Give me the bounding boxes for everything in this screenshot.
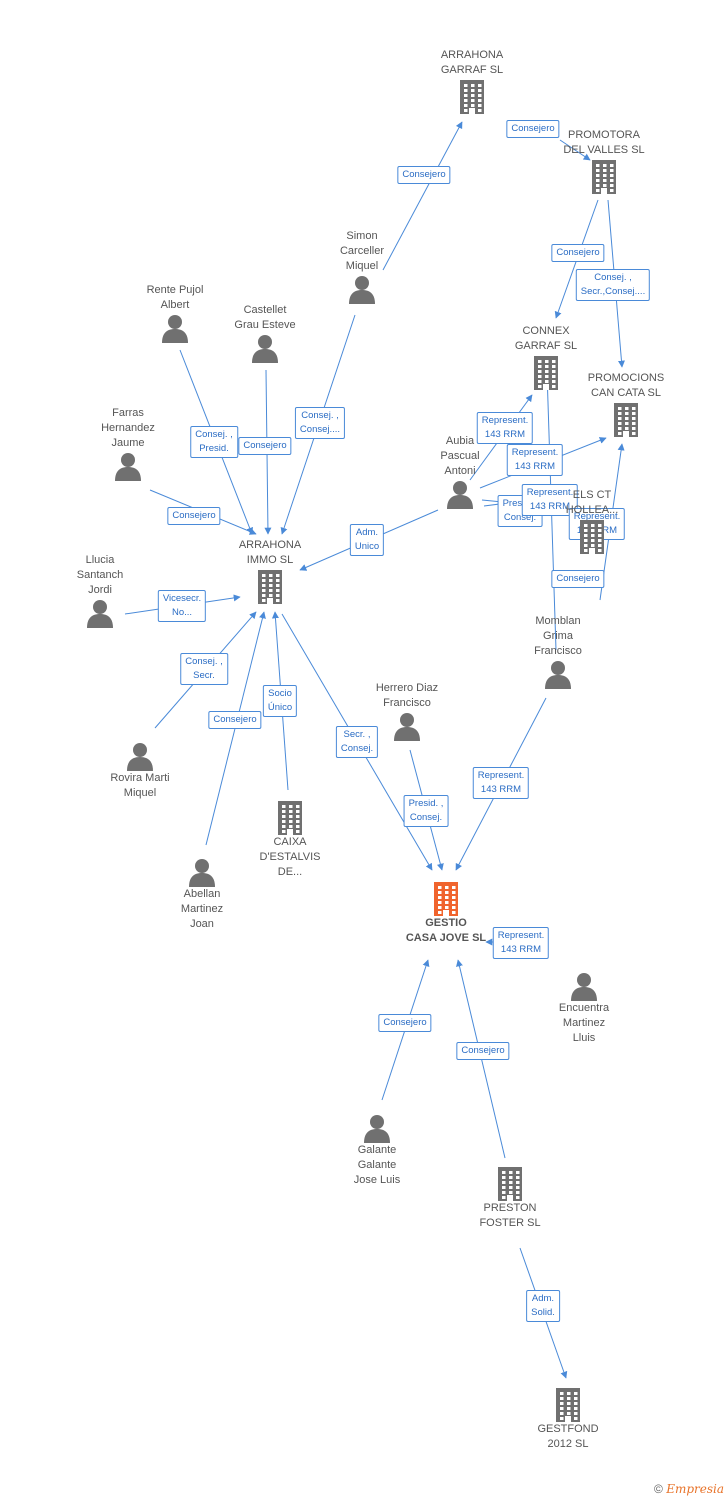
node-caixa[interactable]: CAIXA D'ESTALVIS DE... — [230, 799, 350, 880]
building-icon — [278, 801, 302, 835]
person-icon — [87, 600, 113, 628]
edge-label[interactable]: Represent. 143 RRM — [506, 444, 564, 476]
edge-label[interactable]: Consejero — [208, 711, 262, 729]
person-icon — [364, 1115, 390, 1143]
edge-label[interactable]: Consejero — [551, 244, 605, 262]
edge-label[interactable]: Presid. , Consej. — [403, 795, 449, 827]
node-label: Rovira Marti Miquel — [110, 772, 170, 799]
building-icon — [580, 520, 604, 554]
node-label: Herrero Diaz Francisco — [375, 682, 439, 709]
node-gestfond[interactable]: GESTFOND 2012 SL — [508, 1386, 628, 1452]
node-aubia[interactable]: Aubia Pascual Antoni — [400, 434, 520, 509]
node-rente[interactable]: Rente Pujol Albert — [115, 283, 235, 343]
node-label: Encuentra Martinez Lluis — [558, 1002, 610, 1044]
brand-name: Empresia — [666, 1482, 724, 1496]
person-icon — [127, 743, 153, 771]
node-encuentra[interactable]: Encuentra Martinez Lluis — [524, 971, 644, 1046]
person-icon — [349, 276, 375, 304]
edge-label[interactable]: Represent. 143 RRM — [492, 927, 550, 959]
node-momblan[interactable]: Momblan Grima Francisco — [498, 614, 618, 689]
node-label: CONNEX GARRAF SL — [514, 325, 578, 352]
edge-label[interactable]: Consejero — [378, 1014, 432, 1032]
edge-label[interactable]: Consej. , Consej.... — [294, 407, 346, 439]
building-icon — [614, 403, 638, 437]
node-connex[interactable]: CONNEX GARRAF SL — [486, 324, 606, 390]
building-icon — [534, 356, 558, 390]
edge-label[interactable]: Consejero — [456, 1042, 510, 1060]
building-icon — [258, 570, 282, 604]
node-galante[interactable]: Galante Galante Jose Luis — [317, 1113, 437, 1188]
node-label: ARRAHONA IMMO SL — [238, 539, 302, 566]
node-label: Aubia Pascual Antoni — [440, 435, 480, 477]
edge-line — [559, 139, 591, 161]
edge-label[interactable]: Consejero — [551, 570, 605, 588]
node-label: Galante Galante Jose Luis — [353, 1144, 401, 1186]
copyright-symbol: © — [654, 1482, 663, 1496]
node-preston[interactable]: PRESTON FOSTER SL — [450, 1165, 570, 1231]
building-icon — [592, 160, 616, 194]
node-arrahona-immo[interactable]: ARRAHONA IMMO SL — [210, 538, 330, 604]
node-label: CAIXA D'ESTALVIS DE... — [259, 836, 321, 878]
edge-label[interactable]: Represent. 143 RRM — [476, 412, 534, 444]
node-label: Momblan Grima Francisco — [534, 615, 582, 657]
node-els-ct[interactable]: ELS CT HOLLEA... — [532, 488, 652, 554]
edge-line — [382, 121, 463, 271]
node-label: PRESTON FOSTER SL — [479, 1202, 541, 1229]
node-label: Castellet Grau Esteve — [234, 304, 296, 331]
node-llucia[interactable]: Llucia Santanch Jordi — [40, 553, 160, 628]
node-label: PROMOTORA DEL VALLES SL — [563, 129, 645, 156]
person-icon — [447, 481, 473, 509]
node-abellan[interactable]: Abellan Martinez Joan — [142, 857, 262, 932]
node-simon[interactable]: Simon Carceller Miquel — [302, 229, 422, 304]
building-icon — [556, 1388, 580, 1422]
edge-label[interactable]: Adm. Solid. — [526, 1290, 560, 1322]
edge-label[interactable]: Socio Único — [262, 685, 298, 717]
node-arrahona-garraf[interactable]: ARRAHONA GARRAF SL — [412, 48, 532, 114]
edge-label[interactable]: Consejero — [397, 166, 451, 184]
node-label: GESTFOND 2012 SL — [537, 1423, 599, 1450]
node-promocions[interactable]: PROMOCIONS CAN CATA SL — [566, 371, 686, 437]
edge-label[interactable]: Secr. , Consej. — [335, 726, 379, 758]
edge-label[interactable]: Vicesecr. No... — [157, 590, 207, 622]
building-icon — [460, 80, 484, 114]
node-label: Farras Hernandez Jaume — [101, 407, 155, 449]
building-icon — [498, 1167, 522, 1201]
edge-label[interactable]: Consej. , Presid. — [190, 426, 238, 458]
person-icon — [189, 859, 215, 887]
person-icon — [115, 453, 141, 481]
node-label: Rente Pujol Albert — [146, 284, 204, 311]
person-icon — [571, 973, 597, 1001]
node-rovira[interactable]: Rovira Marti Miquel — [80, 741, 200, 801]
person-icon — [162, 315, 188, 343]
edge-label[interactable]: Consejero — [238, 437, 292, 455]
person-icon — [252, 335, 278, 363]
node-promotora-valles[interactable]: PROMOTORA DEL VALLES SL — [544, 128, 664, 194]
node-castellet[interactable]: Castellet Grau Esteve — [205, 303, 325, 363]
node-label: ARRAHONA GARRAF SL — [440, 49, 504, 76]
node-label: Abellan Martinez Joan — [180, 888, 224, 930]
person-icon — [545, 661, 571, 689]
node-gestio[interactable]: GESTIO CASA JOVE SL — [386, 880, 506, 946]
node-herrero[interactable]: Herrero Diaz Francisco — [347, 681, 467, 741]
edge-label[interactable]: Consej. , Secr. — [180, 653, 228, 685]
edge-label[interactable]: Consej. , Secr.,Consej.... — [575, 269, 651, 301]
node-label: Simon Carceller Miquel — [339, 230, 384, 272]
person-icon — [394, 713, 420, 741]
building-icon — [434, 882, 458, 916]
footer-brand: © Empresia — [654, 1482, 724, 1496]
node-label: ELS CT HOLLEA... — [565, 489, 619, 516]
node-farras[interactable]: Farras Hernandez Jaume — [68, 406, 188, 481]
edge-label[interactable]: Consejero — [506, 120, 560, 138]
edge-label[interactable]: Represent. 143 RRM — [472, 767, 530, 799]
node-label: PROMOCIONS CAN CATA SL — [587, 372, 665, 399]
edge-label[interactable]: Adm. Unico — [349, 524, 385, 556]
edge-label[interactable]: Consejero — [167, 507, 221, 525]
node-label: Llucia Santanch Jordi — [76, 554, 124, 596]
node-label: GESTIO CASA JOVE SL — [405, 917, 487, 944]
